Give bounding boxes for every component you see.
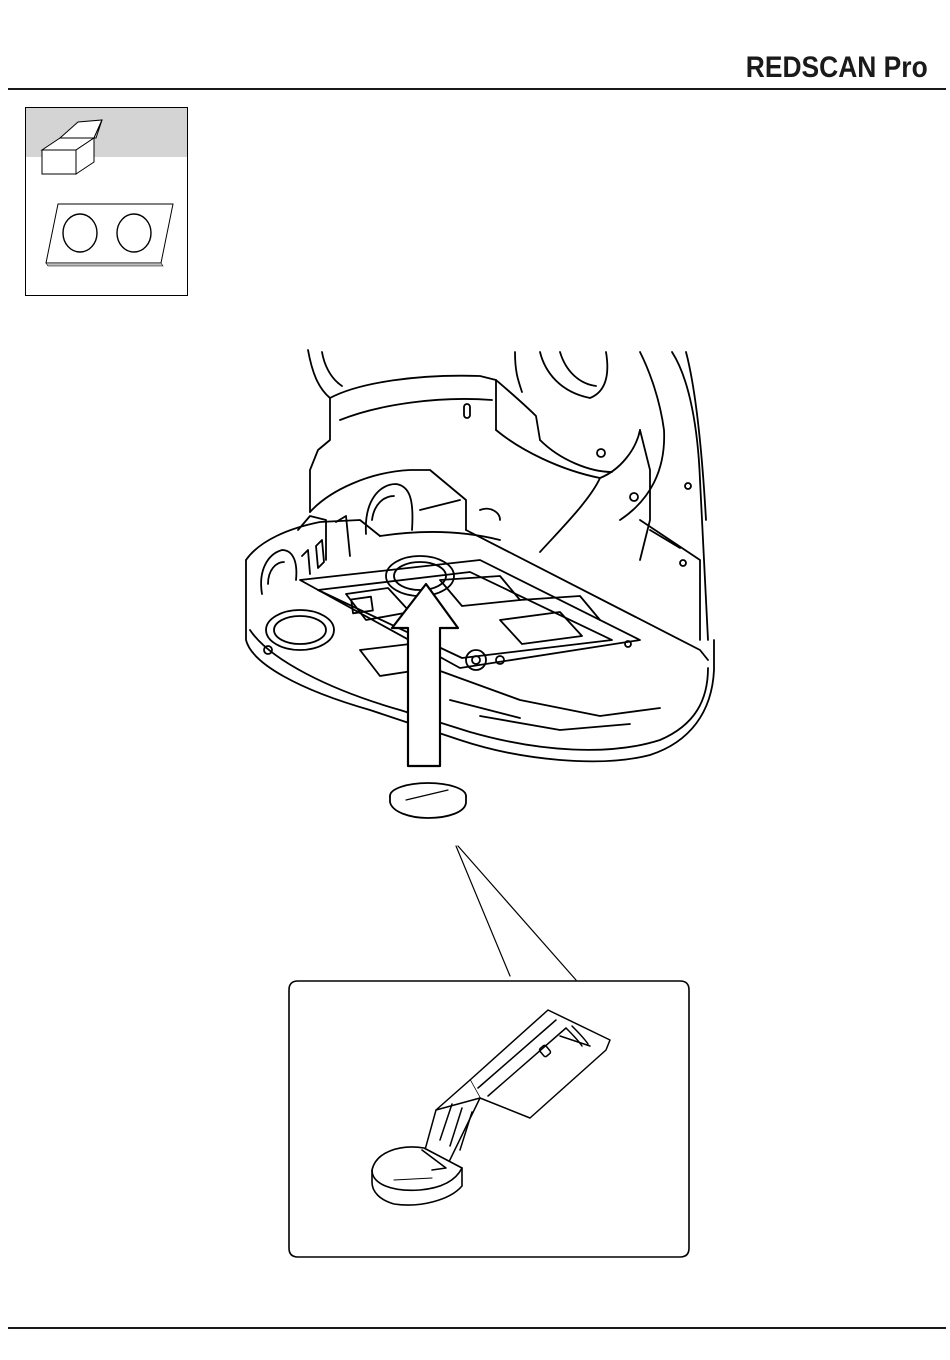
up-arrow-icon [392,584,458,766]
fixture-base-outline [246,470,714,761]
utility-knife-icon [420,1010,610,1168]
callout-lines [456,846,576,980]
footer-rule [8,1327,946,1329]
detail-box [289,981,689,1257]
disc-cap [390,783,466,818]
